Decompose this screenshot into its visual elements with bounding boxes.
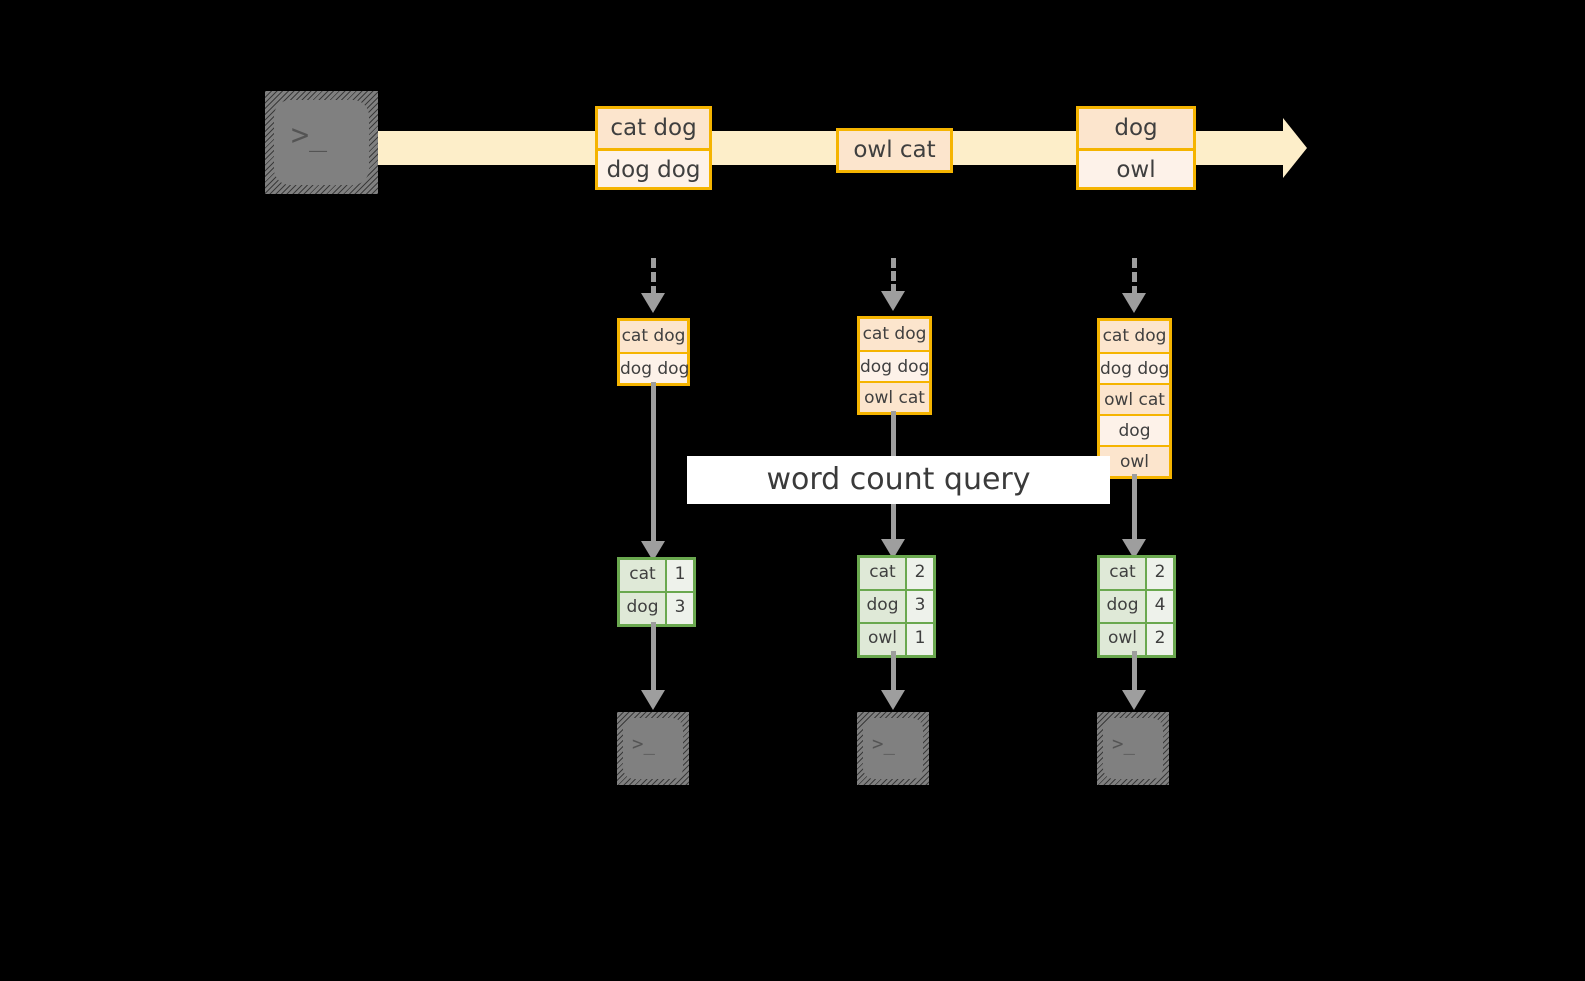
terminal-prompt-glyph: >_ <box>291 118 328 153</box>
result-to-sink-connector <box>891 651 896 695</box>
state-line: owl cat <box>1100 383 1169 414</box>
stream-to-state-arrowhead <box>881 291 905 311</box>
stream-timeline-arrowhead <box>1283 118 1307 178</box>
stream-to-state-connector <box>891 258 901 294</box>
terminal-prompt-glyph: >_ <box>632 733 655 755</box>
result-word-cell: dog <box>620 593 665 624</box>
stream-event-box: dog owl <box>1076 106 1196 190</box>
stream-to-state-connector <box>651 258 661 296</box>
result-count-cell: 1 <box>905 624 933 655</box>
state-line: dog dog <box>1100 352 1169 383</box>
result-word-cell: cat <box>620 560 665 591</box>
result-count-cell: 3 <box>905 591 933 622</box>
accumulated-state-box: cat dog dog dog <box>617 318 690 386</box>
accumulated-state-box: cat dog dog dog owl cat <box>857 316 932 415</box>
result-word-cell: owl <box>860 624 905 655</box>
terminal-body <box>274 100 369 185</box>
result-to-sink-arrowhead <box>641 690 665 710</box>
terminal-sink-icon: >_ <box>857 712 929 785</box>
stream-to-state-arrowhead <box>641 293 665 313</box>
table-row: cat 1 <box>620 560 693 591</box>
result-count-cell: 2 <box>1145 558 1173 589</box>
terminal-sink-icon: >_ <box>1097 712 1169 785</box>
table-row: dog 3 <box>860 589 933 622</box>
state-line: dog dog <box>620 352 689 383</box>
query-label-text: word count query <box>766 462 1031 497</box>
result-to-sink-connector <box>651 622 656 695</box>
state-line: owl <box>1100 445 1169 476</box>
stream-to-state-connector <box>1132 258 1142 296</box>
result-table: cat 2 dog 3 owl 1 <box>857 555 936 658</box>
state-to-result-arrowhead <box>881 539 905 559</box>
terminal-body <box>863 718 923 779</box>
stream-event-line: dog <box>1079 109 1193 148</box>
state-line: dog dog <box>860 350 929 381</box>
stream-event-box: owl cat <box>836 128 953 173</box>
result-count-cell: 2 <box>1145 624 1173 655</box>
state-to-result-connector <box>651 382 656 547</box>
result-count-cell: 2 <box>905 558 933 589</box>
stream-event-line: owl <box>1079 148 1193 187</box>
result-to-sink-connector <box>1132 651 1137 695</box>
table-row: owl 2 <box>1100 622 1173 655</box>
result-word-cell: dog <box>860 591 905 622</box>
terminal-sink-icon: >_ <box>617 712 689 785</box>
state-to-result-arrowhead <box>641 541 665 561</box>
state-line: cat dog <box>860 319 929 350</box>
query-label-band: word count query <box>687 456 1110 504</box>
result-table: cat 1 dog 3 <box>617 557 696 627</box>
result-count-cell: 3 <box>665 593 693 624</box>
state-to-result-connector <box>1132 474 1137 545</box>
result-word-cell: cat <box>860 558 905 589</box>
result-to-sink-arrowhead <box>1122 690 1146 710</box>
result-word-cell: cat <box>1100 558 1145 589</box>
stream-event-line: dog dog <box>598 148 709 187</box>
state-to-result-arrowhead <box>1122 539 1146 559</box>
table-row: owl 1 <box>860 622 933 655</box>
result-count-cell: 1 <box>665 560 693 591</box>
accumulated-state-box: cat dog dog dog owl cat dog owl <box>1097 318 1172 479</box>
table-row: dog 3 <box>620 591 693 624</box>
stream-to-state-arrowhead <box>1122 293 1146 313</box>
result-to-sink-arrowhead <box>881 690 905 710</box>
state-line: owl cat <box>860 381 929 412</box>
result-table: cat 2 dog 4 owl 2 <box>1097 555 1176 658</box>
table-row: dog 4 <box>1100 589 1173 622</box>
state-line: dog <box>1100 414 1169 445</box>
stream-event-line: owl cat <box>839 131 950 170</box>
stream-event-line: cat dog <box>598 109 709 148</box>
state-line: cat dog <box>620 321 687 352</box>
terminal-body <box>1103 718 1163 779</box>
terminal-prompt-glyph: >_ <box>872 733 895 755</box>
result-word-cell: dog <box>1100 591 1145 622</box>
terminal-source-icon: >_ <box>265 91 378 194</box>
result-word-cell: owl <box>1100 624 1145 655</box>
terminal-prompt-glyph: >_ <box>1112 733 1135 755</box>
table-row: cat 2 <box>860 558 933 589</box>
terminal-body <box>623 718 683 779</box>
stream-event-box: cat dog dog dog <box>595 106 712 190</box>
state-line: cat dog <box>1100 321 1169 352</box>
result-count-cell: 4 <box>1145 591 1173 622</box>
table-row: cat 2 <box>1100 558 1173 589</box>
